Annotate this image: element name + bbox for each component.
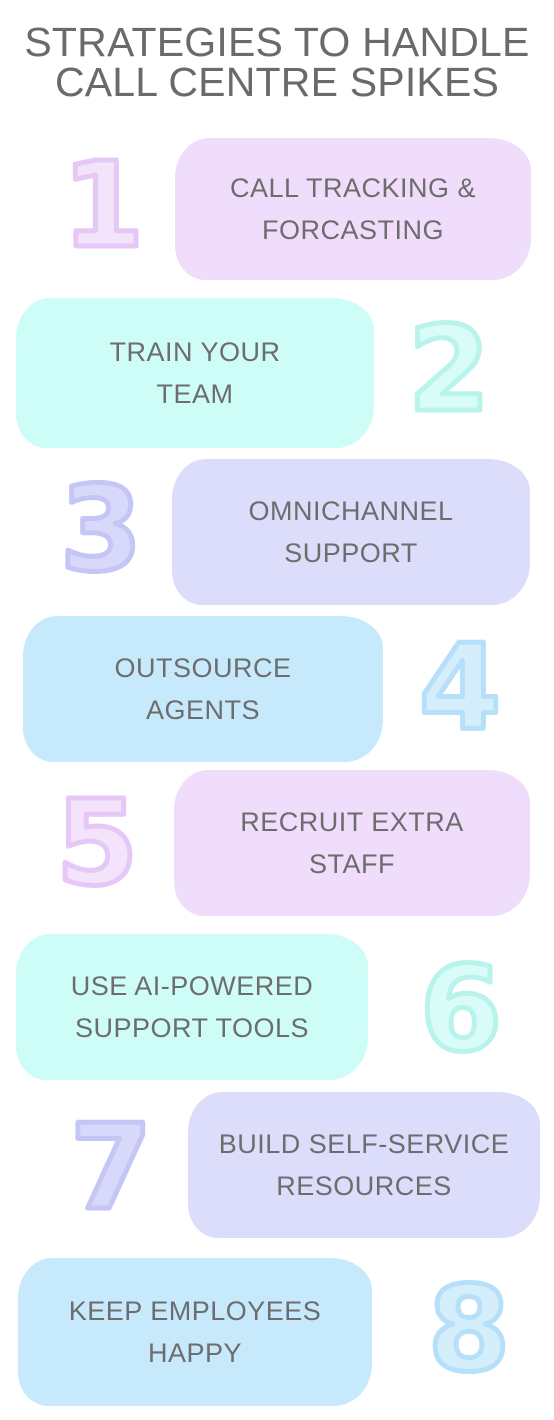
number-3-glyph: 3 — [60, 460, 142, 598]
number-8-glyph: 8 — [428, 1260, 510, 1398]
strategy-text-3: OMNICHANNEL SUPPORT — [248, 496, 454, 568]
number-6-glyph: 6 — [420, 940, 502, 1078]
title-line-1: STRATEGIES TO HANDLE — [24, 19, 530, 65]
title-line-2: CALL CENTRE SPIKES — [54, 59, 500, 105]
page-title: STRATEGIES TO HANDLE CALL CENTRE SPIKES — [0, 19, 554, 105]
strategy-card-8: KEEP EMPLOYEES HAPPY — [18, 1258, 372, 1406]
number-6-badge: 6 — [416, 938, 506, 1081]
number-4-badge: 4 — [415, 616, 505, 759]
strategy-card-5: RECRUIT EXTRA STAFF — [174, 770, 530, 916]
strategy-card-7: BUILD SELF-SERVICE RESOURCES — [188, 1092, 540, 1238]
strategy-text-2: TRAIN YOUR TEAM — [109, 337, 281, 409]
strategy-card-3: OMNICHANNEL SUPPORT — [172, 459, 530, 605]
strategy-text-5: RECRUIT EXTRA STAFF — [240, 807, 464, 879]
strategy-card-6: USE AI-POWERED SUPPORT TOOLS — [16, 934, 368, 1080]
number-3-badge: 3 — [56, 458, 146, 601]
number-8-badge: 8 — [424, 1258, 514, 1401]
number-1-glyph: 1 — [62, 136, 144, 274]
strategy-text-7: BUILD SELF-SERVICE RESOURCES — [218, 1129, 510, 1201]
number-5-glyph: 5 — [56, 774, 138, 912]
strategy-card-2: TRAIN YOUR TEAM — [16, 298, 374, 448]
number-5-badge: 5 — [52, 772, 142, 915]
strategy-text-1: CALL TRACKING & FORCASTING — [229, 173, 477, 245]
number-7-badge: 7 — [66, 1096, 156, 1239]
strategy-text-6: USE AI-POWERED SUPPORT TOOLS — [70, 971, 314, 1043]
number-1-badge: 1 — [58, 134, 148, 277]
strategy-text-4: OUTSOURCE AGENTS — [114, 653, 292, 725]
strategy-card-4: OUTSOURCE AGENTS — [23, 616, 383, 762]
number-2-badge: 2 — [404, 298, 494, 441]
number-7-glyph: 7 — [70, 1098, 152, 1236]
number-4-glyph: 4 — [419, 618, 501, 756]
number-2-glyph: 2 — [408, 300, 490, 438]
strategy-card-1: CALL TRACKING & FORCASTING — [175, 138, 531, 280]
strategy-text-8: KEEP EMPLOYEES HAPPY — [68, 1296, 322, 1368]
